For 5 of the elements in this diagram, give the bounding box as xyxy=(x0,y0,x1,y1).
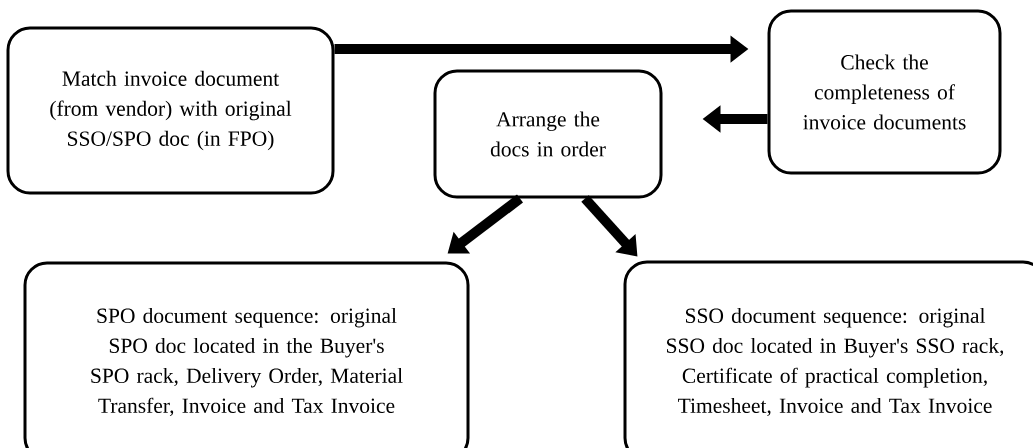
process-box: Arrange the docs in order xyxy=(433,69,663,199)
process-box: SSO document sequence: original SSO doc located in Buyer's SSO rack, Certificate of practical completion, Timesheet, Invoice and Tax Invoice xyxy=(623,260,1033,448)
process-box: Match invoice document (from vendor) with original SSO/SPO doc (in FPO) xyxy=(6,26,335,195)
process-box: SPO document sequence: original SPO doc located in the Buyer's SPO rack, Delivery Order, Material Transfer, Invoice and Tax Invoice xyxy=(23,261,470,448)
process-box: Check the completeness of invoice documents xyxy=(767,9,1002,175)
